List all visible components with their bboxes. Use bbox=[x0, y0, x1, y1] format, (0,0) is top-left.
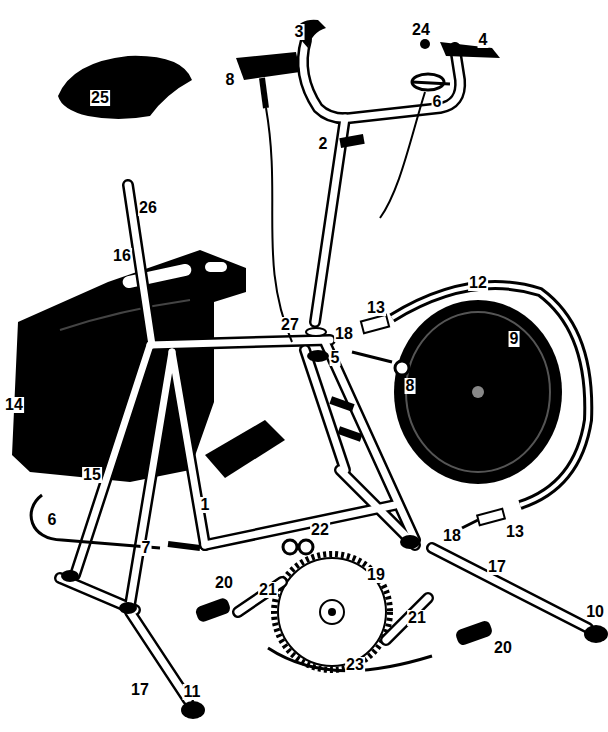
cranks-pedals-part bbox=[238, 582, 282, 612]
chainwheel-part bbox=[278, 558, 386, 666]
callout-number: 13 bbox=[366, 300, 386, 316]
frame-tubes bbox=[60, 40, 588, 700]
callout-number: 8 bbox=[405, 378, 416, 394]
stem-fittings-part bbox=[307, 350, 329, 362]
callout-number: 23 bbox=[345, 657, 365, 673]
brake-parts-part bbox=[462, 520, 478, 528]
computer-part bbox=[266, 108, 292, 342]
callout-number: 20 bbox=[493, 640, 513, 656]
pulse-sensor bbox=[380, 74, 450, 218]
chainwheel bbox=[274, 554, 390, 670]
handlebar-grips bbox=[294, 20, 500, 58]
callout-number: 14 bbox=[4, 397, 24, 413]
cranks-pedals-part bbox=[238, 582, 282, 612]
brake-parts-part bbox=[352, 352, 392, 362]
cranks-pedals-part bbox=[386, 598, 428, 640]
callout-number: 27 bbox=[280, 317, 300, 333]
frame-tubes-part bbox=[60, 40, 588, 700]
chain-guard-part bbox=[60, 300, 190, 330]
seat bbox=[58, 56, 192, 119]
brake-parts-part bbox=[361, 315, 389, 333]
frame-details-part bbox=[119, 602, 137, 614]
callout-number: 3 bbox=[294, 24, 305, 40]
callout-number: 8 bbox=[225, 72, 236, 88]
callout-number: 21 bbox=[407, 610, 427, 626]
end-caps bbox=[181, 625, 608, 719]
callout-number: 16 bbox=[112, 248, 132, 264]
stem-fittings bbox=[306, 134, 365, 362]
cables-part bbox=[168, 544, 200, 548]
cables bbox=[31, 495, 432, 671]
flywheel-part bbox=[392, 285, 588, 505]
frame-details-part bbox=[205, 420, 285, 478]
end-caps-part bbox=[584, 625, 608, 643]
flywheel-part bbox=[406, 312, 550, 472]
frame-details-part bbox=[400, 535, 420, 549]
flywheel-part bbox=[392, 285, 588, 505]
callout-number: 17 bbox=[130, 682, 150, 698]
callout-number: 20 bbox=[214, 575, 234, 591]
callout-number: 11 bbox=[183, 684, 202, 700]
pulse-sensor-part bbox=[412, 82, 450, 84]
callout-number: 25 bbox=[90, 90, 110, 106]
cranks-pedals-part bbox=[386, 598, 428, 640]
callout-number: 2 bbox=[318, 136, 329, 152]
callout-number: 6 bbox=[47, 512, 58, 528]
chainwheel-part bbox=[328, 608, 336, 616]
flywheel-part bbox=[472, 386, 484, 398]
callout-number: 21 bbox=[258, 582, 278, 598]
frame-details-part bbox=[61, 570, 79, 582]
chain-guard-part bbox=[12, 250, 246, 482]
callout-number: 22 bbox=[310, 522, 330, 538]
callout-number: 13 bbox=[505, 524, 525, 540]
frame-details-part bbox=[337, 426, 362, 442]
computer-part bbox=[236, 52, 300, 80]
cranks-pedals bbox=[194, 540, 493, 647]
callout-number: 10 bbox=[585, 604, 605, 620]
cranks-pedals-part bbox=[194, 597, 231, 624]
callout-number: 24 bbox=[411, 22, 431, 38]
chainwheel-part bbox=[320, 600, 344, 624]
callout-number: 19 bbox=[366, 567, 386, 583]
callout-number: 6 bbox=[432, 94, 443, 110]
chain-guard-part bbox=[122, 263, 193, 289]
callout-number: 9 bbox=[509, 331, 520, 347]
callout-number: 5 bbox=[330, 350, 341, 366]
callout-number: 1 bbox=[200, 497, 211, 513]
handlebar-grips-part bbox=[420, 39, 430, 49]
callout-number: 12 bbox=[468, 275, 488, 291]
end-caps-part bbox=[181, 701, 205, 719]
callout-number: 18 bbox=[442, 528, 462, 544]
brake-parts-part bbox=[477, 509, 505, 525]
handlebar-grips-part bbox=[440, 42, 500, 58]
stem-fittings-part bbox=[339, 134, 364, 148]
frame-details-part bbox=[329, 396, 354, 412]
flywheel bbox=[392, 285, 588, 505]
cranks-pedals-part bbox=[299, 540, 313, 554]
frame-details bbox=[61, 396, 420, 614]
chainwheel-part bbox=[274, 554, 390, 670]
brake-parts-part bbox=[395, 361, 409, 375]
handlebar-grips-part bbox=[294, 20, 326, 48]
callout-number: 18 bbox=[334, 326, 354, 342]
callout-number: 26 bbox=[138, 200, 158, 216]
seat-part bbox=[58, 56, 192, 119]
callout-number: 4 bbox=[478, 32, 489, 48]
callout-number: 15 bbox=[82, 467, 102, 483]
flywheel-part bbox=[394, 300, 562, 484]
callout-number: 17 bbox=[487, 559, 507, 575]
callout-number: 7 bbox=[141, 540, 152, 556]
stem-fittings-part bbox=[306, 328, 326, 336]
chain-guard bbox=[12, 250, 246, 482]
computer bbox=[236, 52, 300, 342]
frame-tubes-part bbox=[60, 40, 588, 700]
cranks-pedals-part bbox=[454, 619, 493, 646]
computer-part bbox=[262, 78, 266, 108]
pulse-sensor-part bbox=[380, 92, 425, 218]
chain-guard-part bbox=[205, 262, 227, 272]
brake-parts bbox=[352, 315, 505, 528]
cranks-pedals-part bbox=[283, 540, 297, 554]
